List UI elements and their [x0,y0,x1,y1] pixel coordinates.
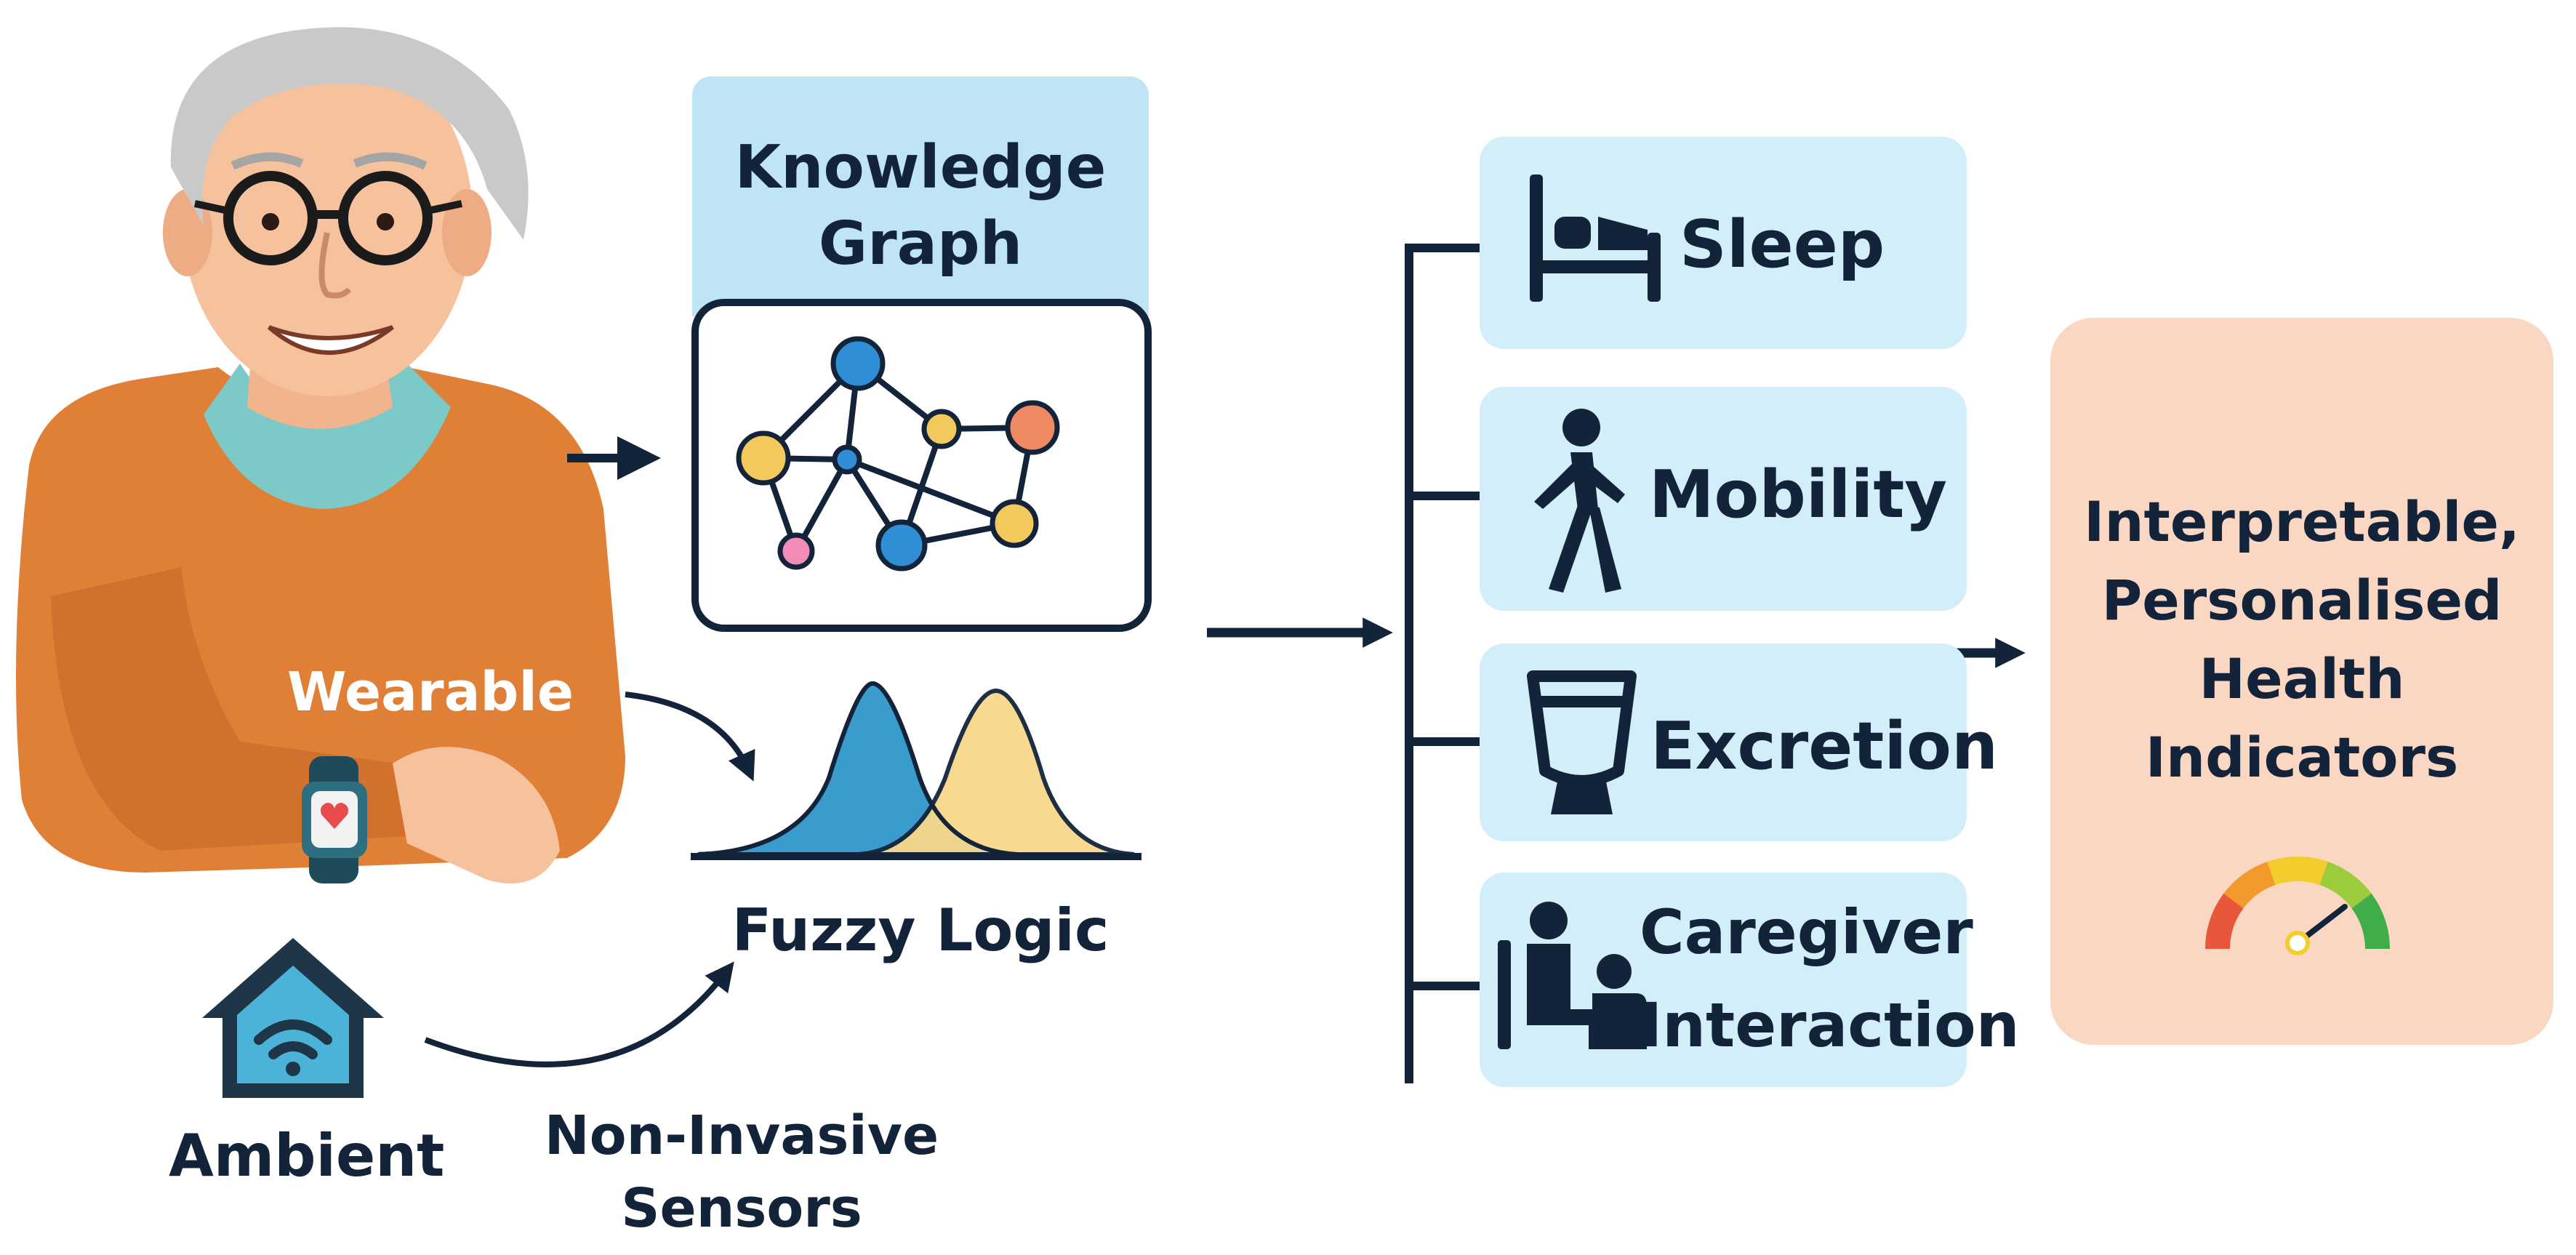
category-label-excretion: Excretion [1650,708,1999,785]
output-title-line3: Health [2199,646,2405,711]
category-label-caregiver-line2: Interaction [1640,990,2020,1061]
knowledge-graph-title-line1: Knowledge [734,133,1107,202]
output-title-line1: Interpretable, [2084,489,2520,554]
smart-home-icon [202,938,384,1098]
knowledge-graph-header [692,76,1149,316]
category-label-caregiver-line1: Caregiver [1640,897,1973,968]
caregiver-icon [1498,902,1647,1049]
toilet-icon [1527,670,1637,814]
gauge-icon [2205,857,2390,955]
output-title-line4: Indicators [2145,725,2459,790]
fuzzy-membership-curves-icon [691,681,1141,860]
bed-icon [1530,175,1661,302]
non-invasive-sensors-label-line1: Non-Invasive [544,1104,939,1167]
walking-person-icon [1534,409,1625,593]
fuzzy-logic-label: Fuzzy Logic [731,897,1110,964]
ambient-label: Ambient [169,1122,445,1190]
output-title-line2: Personalised [2101,568,2503,633]
output-card [2050,318,2553,1045]
non-invasive-sensors-label-line2: Sensors [621,1177,862,1240]
elderly-person-illustration [16,27,625,883]
category-label-sleep: Sleep [1680,207,1885,283]
knowledge-graph-network-icon [691,299,1152,632]
category-label-mobility: Mobility [1649,457,1948,533]
wearable-label: Wearable [287,661,574,723]
knowledge-graph-title-line2: Graph [818,209,1023,278]
